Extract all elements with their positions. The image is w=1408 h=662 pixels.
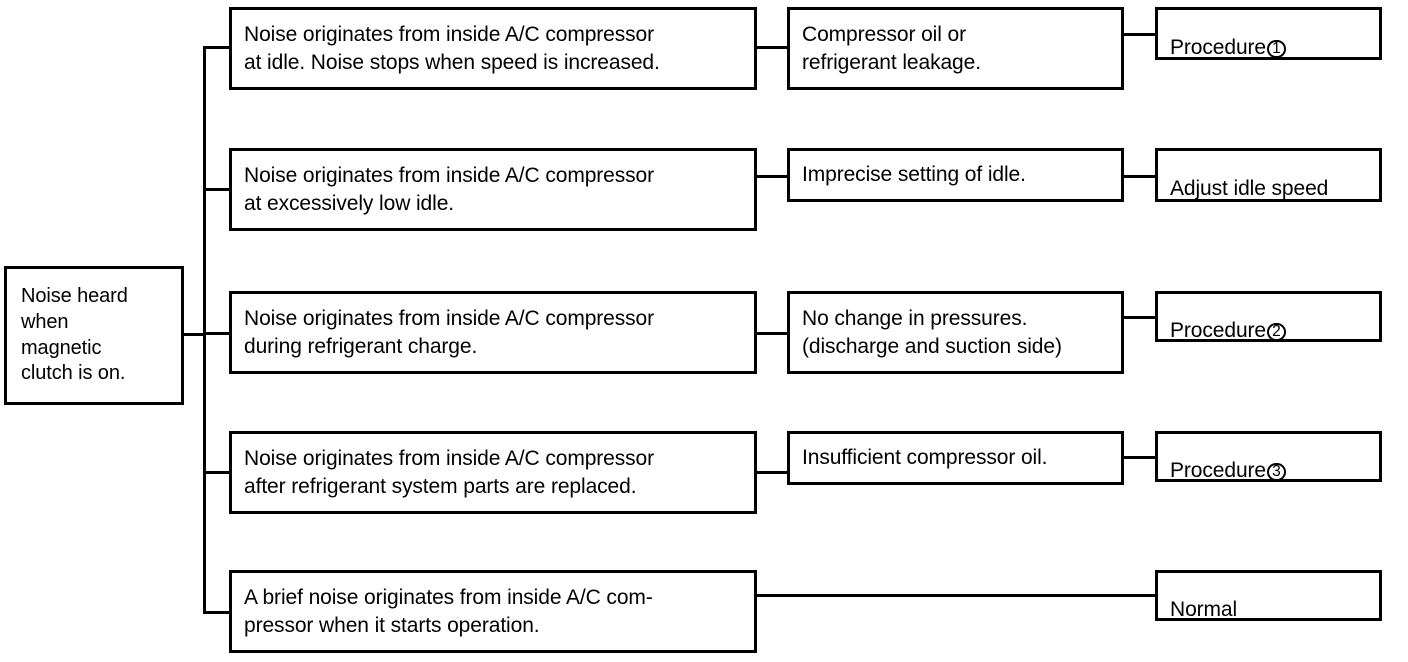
root-symptom-label: Noise heard when magnetic clutch is on. [21,285,128,385]
symptom-label-5: A brief noise originates from inside A/C… [244,586,653,637]
symptom-box-3[interactable]: Noise originates from inside A/C compres… [229,291,757,374]
action-text-4: Procedure [1170,458,1266,482]
connector-trunk-to-symptom-5 [203,611,231,614]
connector-trunk-to-symptom-4 [203,471,231,474]
connector-cause-1-to-action-1 [1122,33,1157,36]
circled-number-icon-3: 2 [1267,322,1286,342]
cause-label-3: No change in pressures. (discharge and s… [802,307,1062,358]
action-text-2: Adjust idle speed [1170,177,1329,200]
connector-trunk-to-symptom-3 [203,332,231,335]
action-box-2[interactable]: Adjust idle speed [1155,148,1382,202]
symptom-label-4: Noise originates from inside A/C compres… [244,447,655,498]
action-text-1: Procedure [1170,35,1266,59]
symptom-label-2: Noise originates from inside A/C compres… [244,164,655,215]
circled-number-icon-1: 1 [1267,39,1286,59]
root-symptom-box[interactable]: Noise heard when magnetic clutch is on. [4,266,184,405]
action-text-3: Procedure [1170,318,1266,342]
connector-symptom-1-to-cause-1 [755,46,789,49]
cause-box-3[interactable]: No change in pressures. (discharge and s… [787,291,1124,374]
connector-symptom-2-to-cause-2 [755,175,789,178]
cause-label-4: Insufficient compressor oil. [802,446,1048,470]
action-label-5: Normal [1158,568,1249,623]
connector-trunk [203,46,206,614]
connector-cause-2-to-action-2 [1122,175,1157,178]
symptom-box-1[interactable]: Noise originates from inside A/C compres… [229,7,757,90]
symptom-box-2[interactable]: Noise originates from inside A/C compres… [229,148,757,231]
cause-label-1: Compressor oil or refrigerant leakage. [802,23,981,74]
connector-symptom-3-to-cause-3 [755,332,789,335]
connector-trunk-to-symptom-2 [203,188,231,191]
connector-cause-4-to-action-4 [1122,456,1157,459]
cause-label-2: Imprecise setting of idle. [802,163,1026,187]
connector-cause-3-to-action-3 [1122,316,1157,319]
action-label-2: Adjust idle speed [1158,148,1340,203]
symptom-label-1: Noise originates from inside A/C compres… [244,23,660,74]
action-box-5[interactable]: Normal [1155,570,1382,621]
symptom-box-5[interactable]: A brief noise originates from inside A/C… [229,570,757,653]
connector-symptom-5-to-action-5 [755,594,1157,597]
symptom-box-4[interactable]: Noise originates from inside A/C compres… [229,431,757,514]
cause-box-4[interactable]: Insufficient compressor oil. [787,431,1124,485]
action-text-5: Normal [1170,597,1238,621]
symptom-label-3: Noise originates from inside A/C compres… [244,307,655,358]
cause-box-1[interactable]: Compressor oil or refrigerant leakage. [787,7,1124,90]
connector-trunk-to-symptom-1 [203,46,231,49]
connector-root-stub [184,333,206,336]
cause-box-2[interactable]: Imprecise setting of idle. [787,148,1124,202]
circled-number-icon-4: 3 [1267,462,1286,482]
connector-symptom-4-to-cause-4 [755,471,789,474]
